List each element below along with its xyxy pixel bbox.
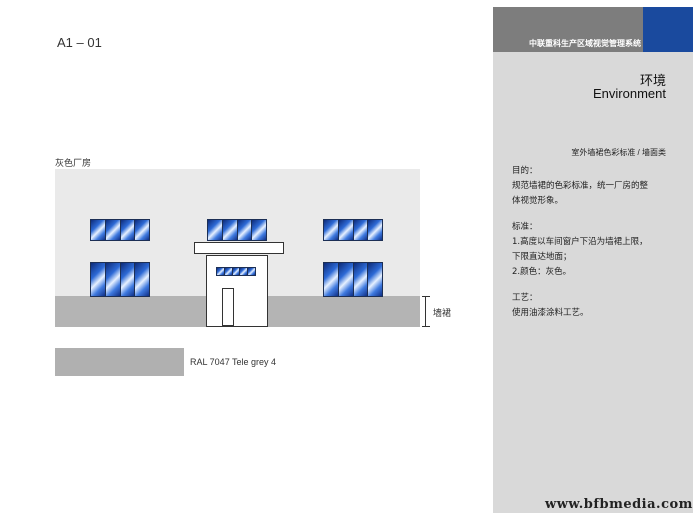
standard-description: 目的： 规范墙裙的色彩标准，统一厂房的整 体视觉形象。 标准： 1.高度以车间窗…: [512, 164, 677, 321]
section-title-cn: 环境: [639, 73, 666, 88]
entrance-window: [216, 267, 256, 276]
body-line: 标准：: [512, 222, 538, 232]
window-upper-center: [207, 219, 267, 241]
window-upper-left: [90, 219, 150, 241]
dado-label: 墙裙: [433, 309, 452, 319]
window-upper-right: [323, 219, 383, 241]
gray-factory-illustration: [55, 169, 420, 327]
body-spacer: [512, 209, 677, 220]
entrance-block: [206, 255, 268, 327]
body-line: 规范墙裙的色彩标准，统一厂房的整: [512, 181, 649, 191]
color-swatch: [55, 348, 184, 376]
system-name: 中联重科生产区域视觉管理系统: [529, 39, 641, 48]
body-line: 2.颜色：灰色。: [512, 267, 572, 277]
body-line: 体视觉形象。: [512, 196, 564, 206]
body-line: 下限直达地面；: [512, 252, 572, 262]
website-url: www.bfbmedia.com: [545, 497, 693, 512]
building-label: 灰色厂房: [55, 159, 92, 169]
panel-header-bar: [493, 7, 643, 52]
standard-subtitle: 室外墙裙色彩标准 / 墙面类: [571, 148, 666, 157]
body-line: 1.高度以车间窗户下沿为墙裙上限，: [512, 237, 648, 247]
body-line: 使用油漆涂料工艺。: [512, 308, 589, 318]
swatch-label: RAL 7047 Tele grey 4: [190, 357, 277, 367]
body-line: 目的：: [512, 166, 538, 176]
entrance-canopy: [194, 242, 284, 254]
dado-height-bracket: [422, 296, 430, 327]
entrance-door: [222, 288, 234, 326]
body-spacer: [512, 280, 677, 291]
panel-accent-block: [643, 7, 693, 52]
section-title-en: Environment: [593, 86, 666, 101]
info-panel: 中联重科生产区域视觉管理系统 环境 Environment 室外墙裙色彩标准 /…: [493, 7, 693, 513]
body-line: 工艺：: [512, 293, 538, 303]
page-code: A1 – 01: [57, 35, 102, 50]
window-lower-right: [323, 262, 383, 297]
window-lower-left: [90, 262, 150, 297]
